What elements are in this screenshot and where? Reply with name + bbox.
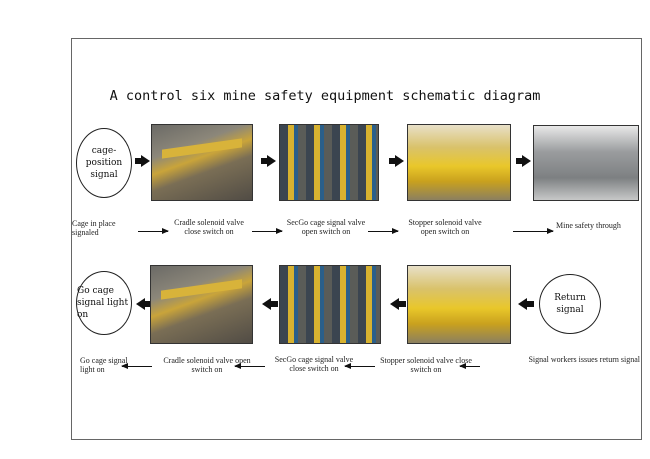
flow-arrow (136, 298, 152, 310)
caption-stopper-open: Stopper solenoid valve open switch on (408, 218, 482, 236)
flow-arrow (390, 298, 406, 310)
stopper-photo (407, 124, 511, 201)
sego-cage-photo (279, 265, 381, 344)
stopper-photo (407, 265, 511, 344)
caption-cradle-close: Cradle solenoid valve close switch on (174, 218, 244, 236)
caption-arrow (234, 363, 265, 369)
mine-car-photo (533, 125, 639, 201)
flow-arrow (261, 155, 276, 167)
flow-arrow (516, 155, 531, 167)
diagram-title: A control six mine safety equipment sche… (109, 88, 541, 104)
cage-position-signal-node: cage-position signal (76, 128, 132, 198)
caption-arrow (138, 228, 169, 234)
caption-arrow (344, 363, 375, 369)
sego-cage-photo (279, 124, 379, 201)
caption-stopper-close: Stopper solenoid valve close switch on (380, 356, 472, 374)
return-signal-node: Return signal (539, 274, 601, 334)
cradle-photo (150, 265, 253, 344)
caption-go-cage-light: Go cage signal light on (80, 356, 128, 374)
cradle-photo (151, 124, 253, 201)
go-cage-signal-node: Go cage signal light on (76, 271, 132, 335)
caption-arrow (252, 228, 283, 234)
caption-mine-safety: Mine safety through (556, 221, 621, 230)
caption-arrow (121, 363, 152, 369)
flow-arrow (262, 298, 278, 310)
flow-arrow (518, 298, 534, 310)
caption-sego-open: SecGo cage signal valve open switch on (286, 218, 366, 236)
caption-sego-close: SecGo cage signal valve close switch on (274, 355, 354, 373)
caption-arrow (459, 363, 480, 369)
caption-return-signal: Signal workers issues return signal (528, 355, 640, 364)
diagram-frame (71, 38, 642, 440)
caption-arrow (368, 228, 399, 234)
flow-arrow (389, 155, 404, 167)
caption-cradle-open: Cradle solenoid valve open switch on (163, 356, 251, 374)
caption-arrow (513, 228, 554, 234)
flow-arrow (135, 155, 150, 167)
caption-cage-in-place: Cage in place signaled (72, 219, 116, 237)
